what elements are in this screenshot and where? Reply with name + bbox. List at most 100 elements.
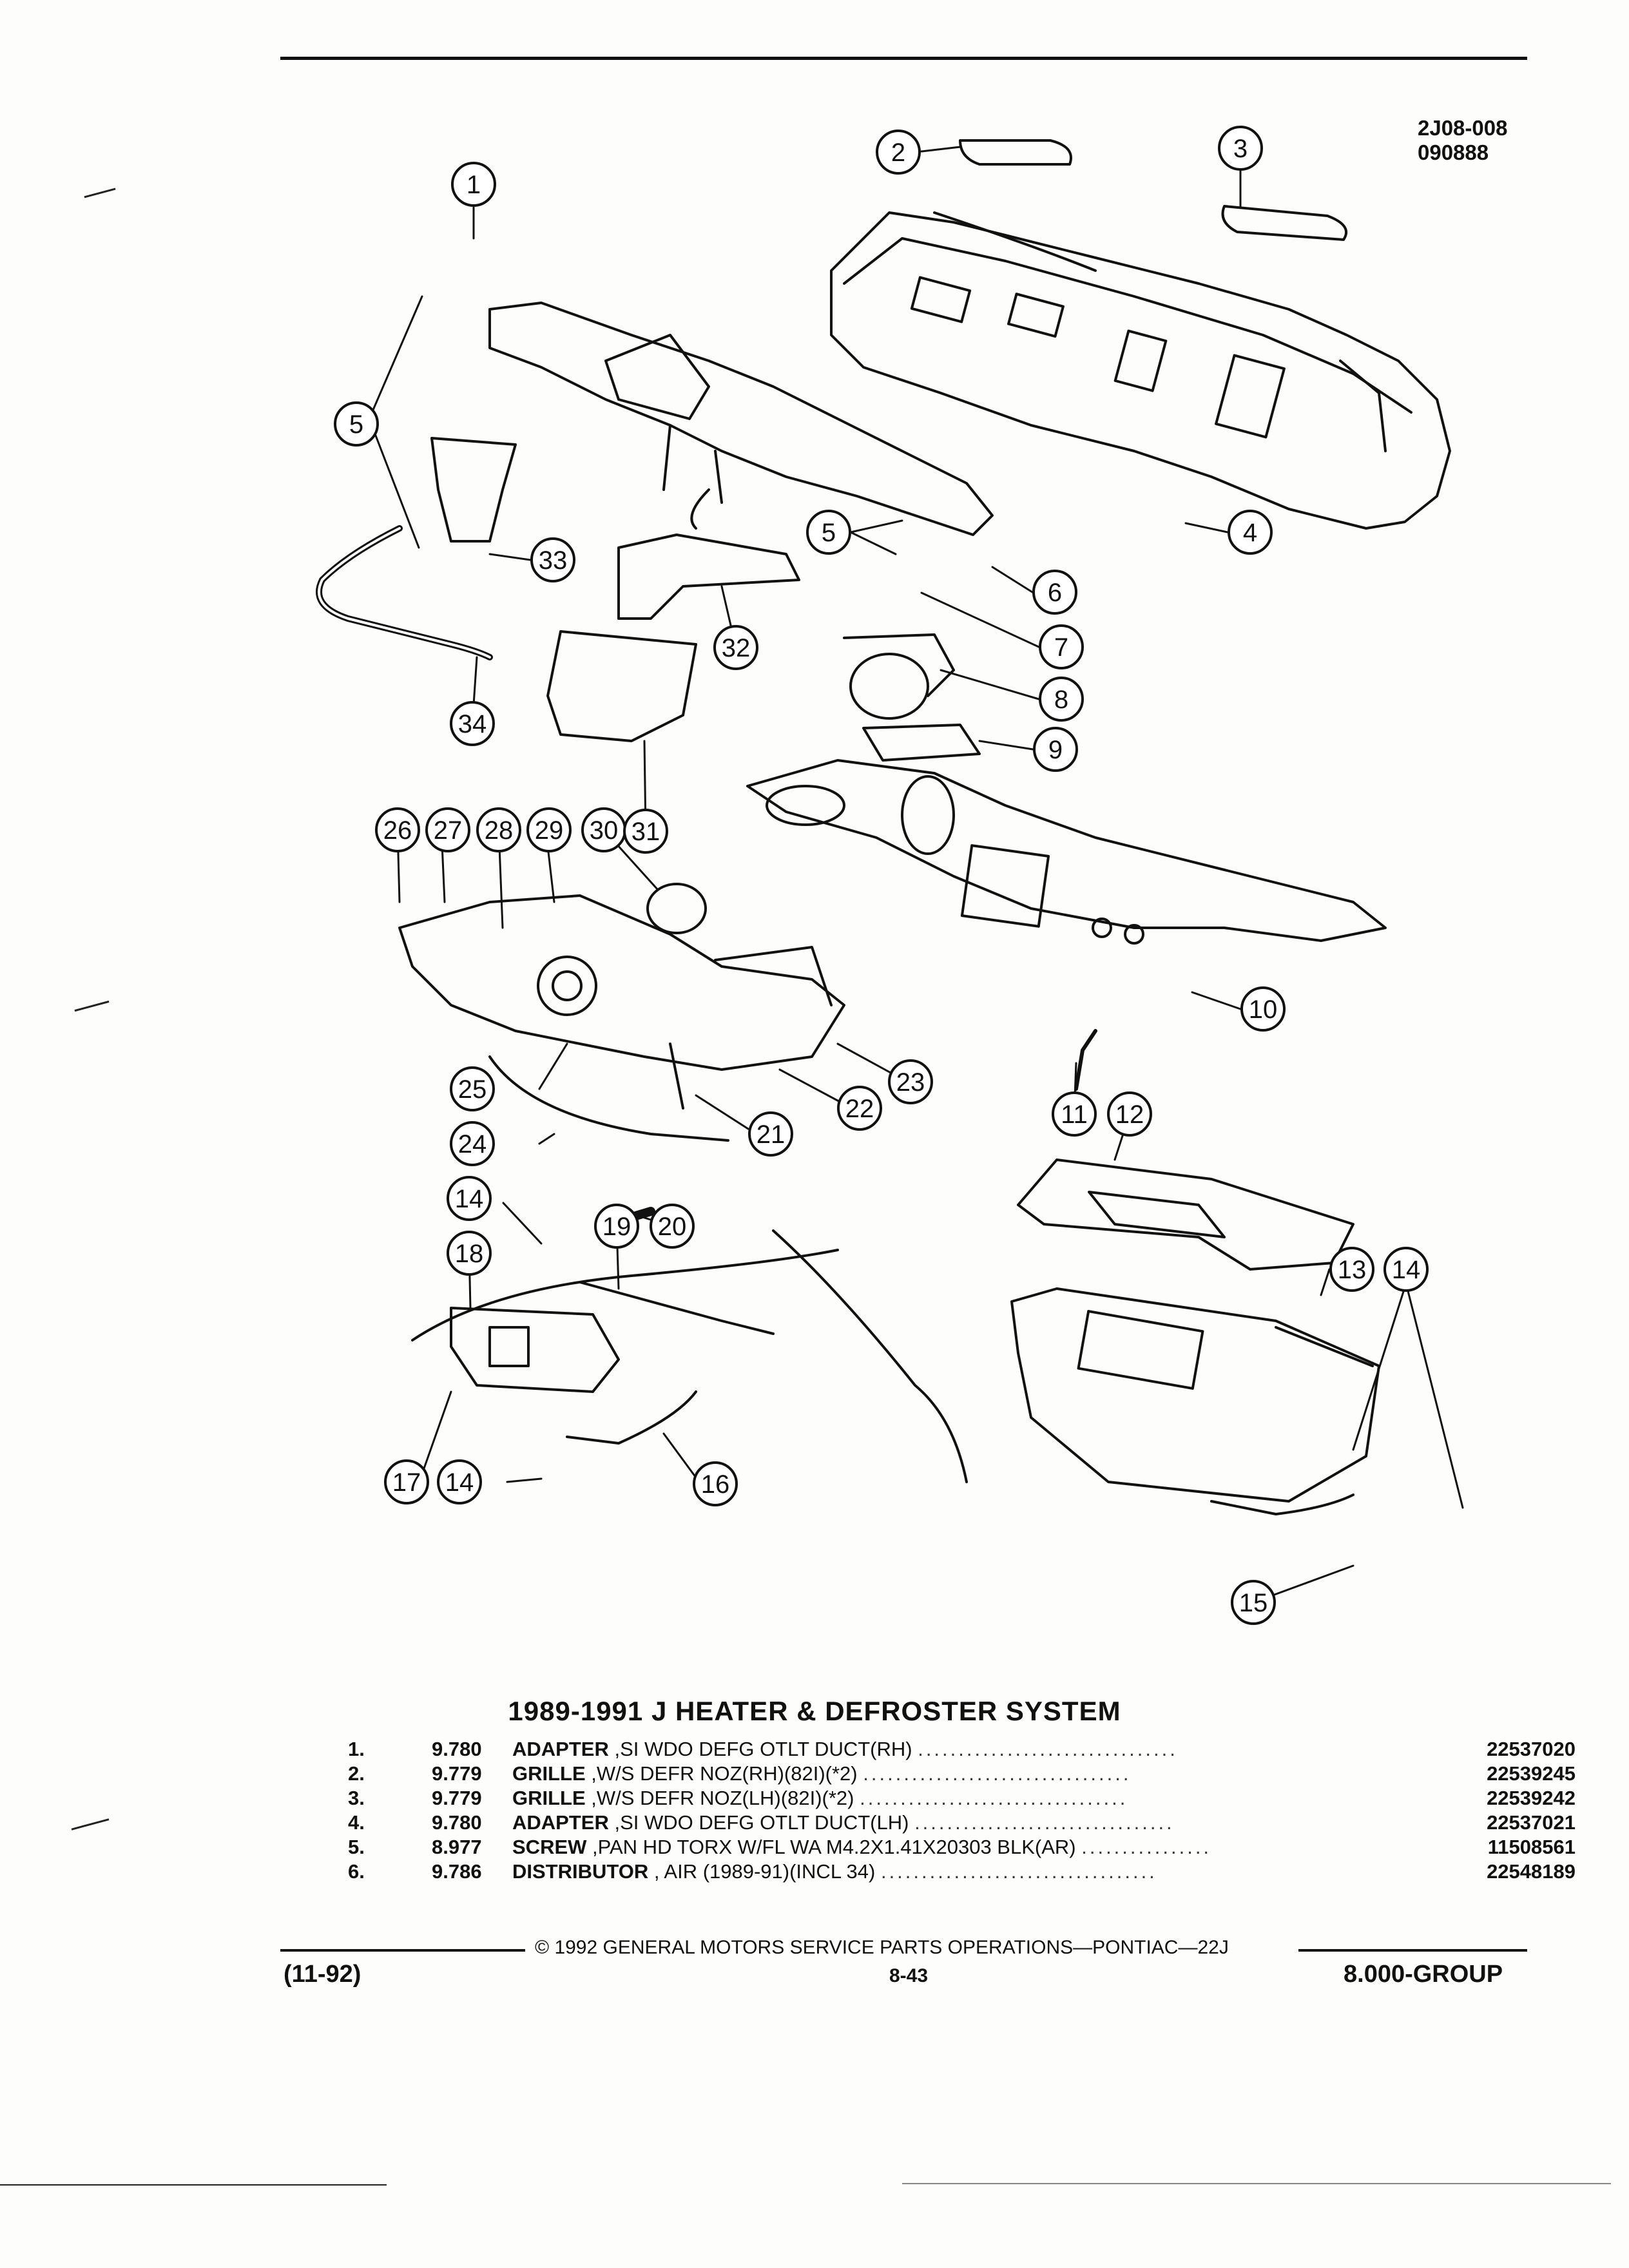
svg-text:13: 13 [1338,1256,1367,1284]
callout-32: 32 [713,625,758,670]
svg-text:20: 20 [658,1213,687,1241]
callout-4: 4 [1228,510,1273,555]
callout-1: 1 [451,162,496,207]
part-number: 22537021 [1487,1811,1576,1834]
svg-text:14: 14 [1392,1256,1421,1284]
svg-text:23: 23 [896,1068,925,1097]
svg-text:19: 19 [602,1213,631,1241]
instrument-panel-shape [830,211,1451,530]
group-number: 8.977 [432,1836,482,1858]
callout-25: 25 [450,1066,495,1111]
control-assembly-shape [450,1281,1354,1515]
callouts: 1 2 3 4 5 5 6 7 8 9 10 11 12 13 14 14 14… [334,126,1429,1625]
item-number: 3. [348,1787,365,1809]
table-row: 4. 9.780 ADAPTER ,SI WDO DEFG OTLT DUCT(… [348,1810,1576,1834]
item-number: 1. [348,1738,365,1760]
group-number: 9.780 [432,1738,482,1760]
group-number: 9.779 [432,1787,482,1809]
callout-30: 30 [581,807,626,852]
group-number: 9.786 [432,1860,482,1883]
part-number: 22548189 [1487,1860,1576,1883]
svg-text:7: 7 [1054,633,1068,662]
callout-2: 2 [876,130,921,175]
item-number: 5. [348,1836,365,1858]
hose-34-shape [316,525,493,660]
svg-text:26: 26 [383,816,412,845]
svg-text:1: 1 [467,171,481,199]
svg-text:16: 16 [701,1470,730,1499]
callout-5-left: 5 [334,401,379,447]
group-number: 9.780 [432,1811,482,1834]
copyright-line: © 1992 GENERAL MOTORS SERVICE PARTS OPER… [535,1937,1229,1958]
svg-text:12: 12 [1115,1100,1144,1129]
svg-text:5: 5 [822,519,836,547]
adapter-8-shape [849,653,929,720]
defroster-grille-lh-shape [1221,205,1348,241]
svg-text:9: 9 [1048,736,1063,764]
callout-5-mid: 5 [806,510,851,555]
svg-text:11: 11 [1061,1100,1088,1129]
table-row: 2. 9.779 GRILLE ,W/S DEFR NOZ(RH)(82I)(*… [348,1761,1576,1785]
section-title: 1989-1991 J HEATER & DEFROSTER SYSTEM [508,1696,1121,1726]
svg-text:22: 22 [845,1095,874,1123]
callout-14-lower: 14 [437,1459,482,1504]
callout-12: 12 [1107,1091,1152,1137]
seal-9-shape [862,724,981,762]
part-number: 22539242 [1487,1787,1576,1809]
air-distributor-shape [488,302,994,536]
outlet-duct-32-shape [617,533,800,620]
svg-text:15: 15 [1239,1589,1268,1617]
item-number: 6. [348,1860,365,1883]
parts-list: 1. 9.780 ADAPTER ,SI WDO DEFG OTLT DUCT(… [348,1736,1576,1883]
callout-26: 26 [375,807,420,852]
part-description: GRILLE ,W/S DEFR NOZ(LH)(82I)(*2) ......… [512,1787,1128,1809]
callout-23: 23 [888,1059,933,1104]
svg-text:5: 5 [349,410,363,439]
part-number: 22537020 [1487,1738,1576,1760]
part-description: GRILLE ,W/S DEFR NOZ(RH)(82I)(*2) ......… [512,1762,1132,1785]
page-number: 8-43 [889,1965,929,1986]
callout-20: 20 [650,1204,695,1249]
callout-28: 28 [476,807,521,852]
callout-3: 3 [1218,126,1263,171]
callout-18: 18 [447,1231,492,1276]
figure-id: 2J08-008 [1418,116,1508,140]
svg-text:17: 17 [392,1468,421,1497]
part-description: ADAPTER ,SI WDO DEFG OTLT DUCT(LH) .....… [512,1811,1175,1834]
heater-case-shape [1010,1158,1380,1503]
callout-14-right: 14 [1383,1247,1429,1292]
callout-15: 15 [1231,1580,1276,1625]
part-description: DISTRIBUTOR , AIR (1989-91)(INCL 34) ...… [512,1860,1157,1883]
item-number: 2. [348,1762,365,1785]
part-description: ADAPTER ,SI WDO DEFG OTLT DUCT(RH) .....… [512,1738,1178,1760]
part-description: SCREW ,PAN HD TORX W/FL WA M4.2X1.41X203… [512,1836,1212,1858]
exploded-parts-diagram: 1 2 3 4 5 5 6 7 8 9 10 11 12 13 14 14 14… [316,126,1464,1625]
callout-17: 17 [384,1459,429,1504]
margin-mark [71,1818,110,1831]
bottom-scan-line [902,2183,1611,2184]
svg-text:3: 3 [1233,135,1248,163]
outlet-duct-33-shape [430,437,517,543]
bottom-scan-line [0,2184,387,2186]
svg-text:32: 32 [722,634,751,662]
svg-text:10: 10 [1249,995,1278,1024]
callout-24: 24 [450,1121,495,1166]
table-row: 1. 9.780 ADAPTER ,SI WDO DEFG OTLT DUCT(… [348,1736,1576,1761]
svg-text:29: 29 [535,816,564,845]
callout-29: 29 [526,807,572,852]
svg-text:14: 14 [445,1468,474,1497]
callout-22: 22 [837,1086,882,1131]
svg-text:6: 6 [1048,579,1062,607]
callout-16: 16 [693,1461,738,1506]
svg-text:4: 4 [1243,519,1257,547]
svg-text:18: 18 [455,1240,484,1268]
defroster-grille-rh-shape [959,139,1072,166]
svg-text:14: 14 [455,1185,484,1213]
svg-text:33: 33 [539,546,568,575]
callout-27: 27 [425,807,470,852]
revision-date: (11-92) [284,1961,361,1988]
callout-21: 21 [748,1111,793,1157]
callout-11: 11 [1052,1091,1097,1137]
callout-33: 33 [530,537,575,582]
